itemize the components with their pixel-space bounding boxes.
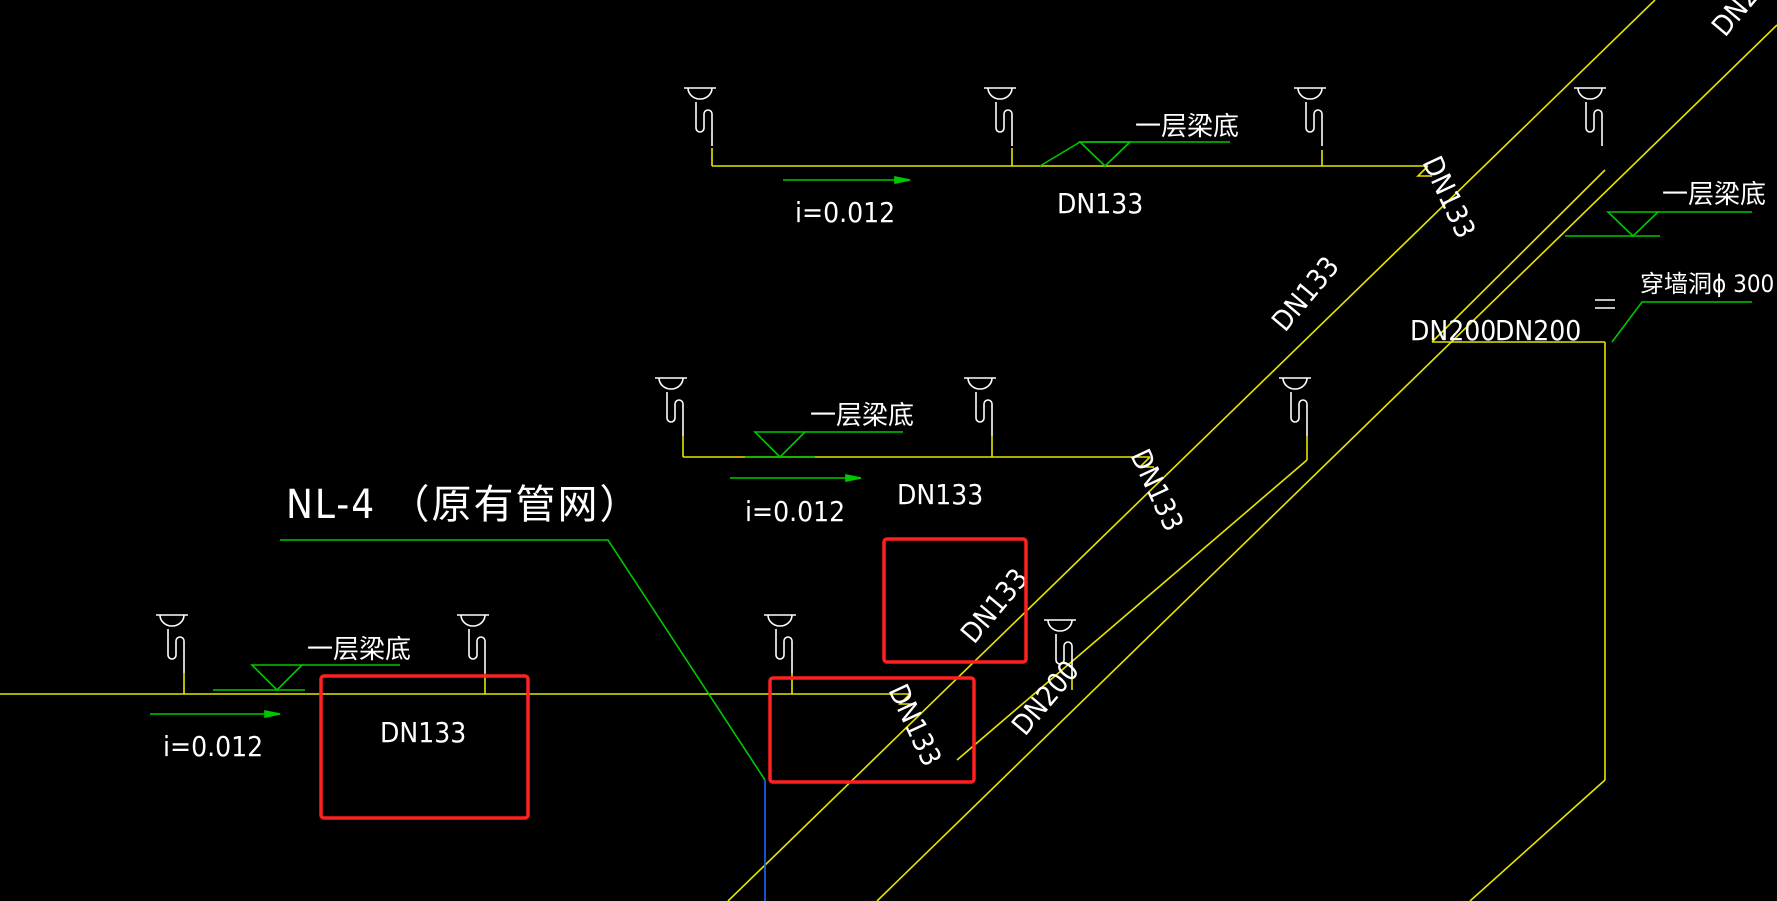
diagonal-pipe-inner	[727, 0, 1656, 901]
pipe-size-label: DN133	[954, 562, 1035, 649]
sprinkler-head-icon	[654, 377, 688, 437]
pipe-size-label: DN133	[1057, 187, 1143, 220]
pipe-size-label: DN133	[380, 716, 466, 749]
elevation-triangle-middle	[753, 431, 807, 459]
highlight-box[interactable]	[882, 537, 1028, 664]
branch-pipe-middle-right-diagonal	[956, 459, 1308, 761]
beam-bottom-label: 一层梁底	[307, 635, 411, 665]
nl4-pipe-label: NL-4 （原有管网）	[286, 482, 642, 528]
nl4-leader-line	[280, 539, 766, 781]
highlight-box[interactable]	[768, 676, 976, 784]
sprinkler-heads	[155, 87, 1607, 679]
sprinkler-head-icon	[983, 87, 1017, 147]
elevation-triangle-top	[1078, 141, 1132, 168]
sprinkler-head-icon	[763, 614, 797, 674]
pipe-size-label: DN200	[1495, 314, 1581, 347]
pipe-size-label: DN200	[1410, 314, 1496, 347]
wall-hole-leader-line	[1611, 301, 1752, 343]
annotations	[150, 141, 1752, 781]
pipe-joint-hook-middle	[1138, 456, 1154, 468]
highlight-boxes	[319, 537, 1028, 820]
pipe-size-label: DN200	[1005, 654, 1086, 741]
elevation-triangle-bottom	[250, 664, 304, 692]
sprinkler-head-icon	[456, 614, 490, 674]
slope-label: i=0.012	[163, 730, 263, 763]
pipe-size-label: DN133	[1416, 151, 1482, 243]
pipe-joint-hook-top	[1416, 165, 1432, 177]
flow-arrow-bottom-head	[264, 710, 281, 718]
pipe-size-label: DN133	[882, 679, 948, 771]
highlight-box[interactable]	[319, 674, 530, 820]
beam-bottom-label: 一层梁底	[1135, 112, 1239, 142]
pipe-size-label: DN133	[1124, 444, 1190, 536]
sprinkler-head-icon	[1278, 377, 1312, 437]
pipe-joint-hook-bottom	[898, 693, 914, 705]
diagonal-pipe-right	[1469, 779, 1606, 901]
slope-label: i=0.012	[745, 495, 845, 528]
pipe-size-label: DN133	[897, 478, 983, 511]
slope-label: i=0.012	[795, 196, 895, 229]
sprinkler-head-icon	[1293, 87, 1327, 147]
pipe-size-label: DN133	[1265, 250, 1346, 337]
sprinkler-head-icon	[963, 377, 997, 437]
elevation-triangle-top-right	[1606, 211, 1660, 238]
branch-pipe-top-right-diagonal	[1431, 169, 1606, 343]
wall-hole-symbol	[1595, 299, 1615, 309]
flow-arrow-middle-head	[845, 474, 862, 482]
wall-hole-label: 穿墙洞ϕ 300	[1640, 270, 1774, 298]
beam-bottom-label: 一层梁底	[1662, 180, 1766, 210]
sprinkler-head-icon	[155, 614, 189, 674]
sprinkler-head-icon	[683, 87, 717, 147]
sprinkler-head-icon	[1573, 87, 1607, 147]
diagonal-pipe-outer	[876, 24, 1777, 901]
flow-arrow-top-head	[894, 176, 911, 184]
beam-bottom-label: 一层梁底	[810, 401, 914, 431]
